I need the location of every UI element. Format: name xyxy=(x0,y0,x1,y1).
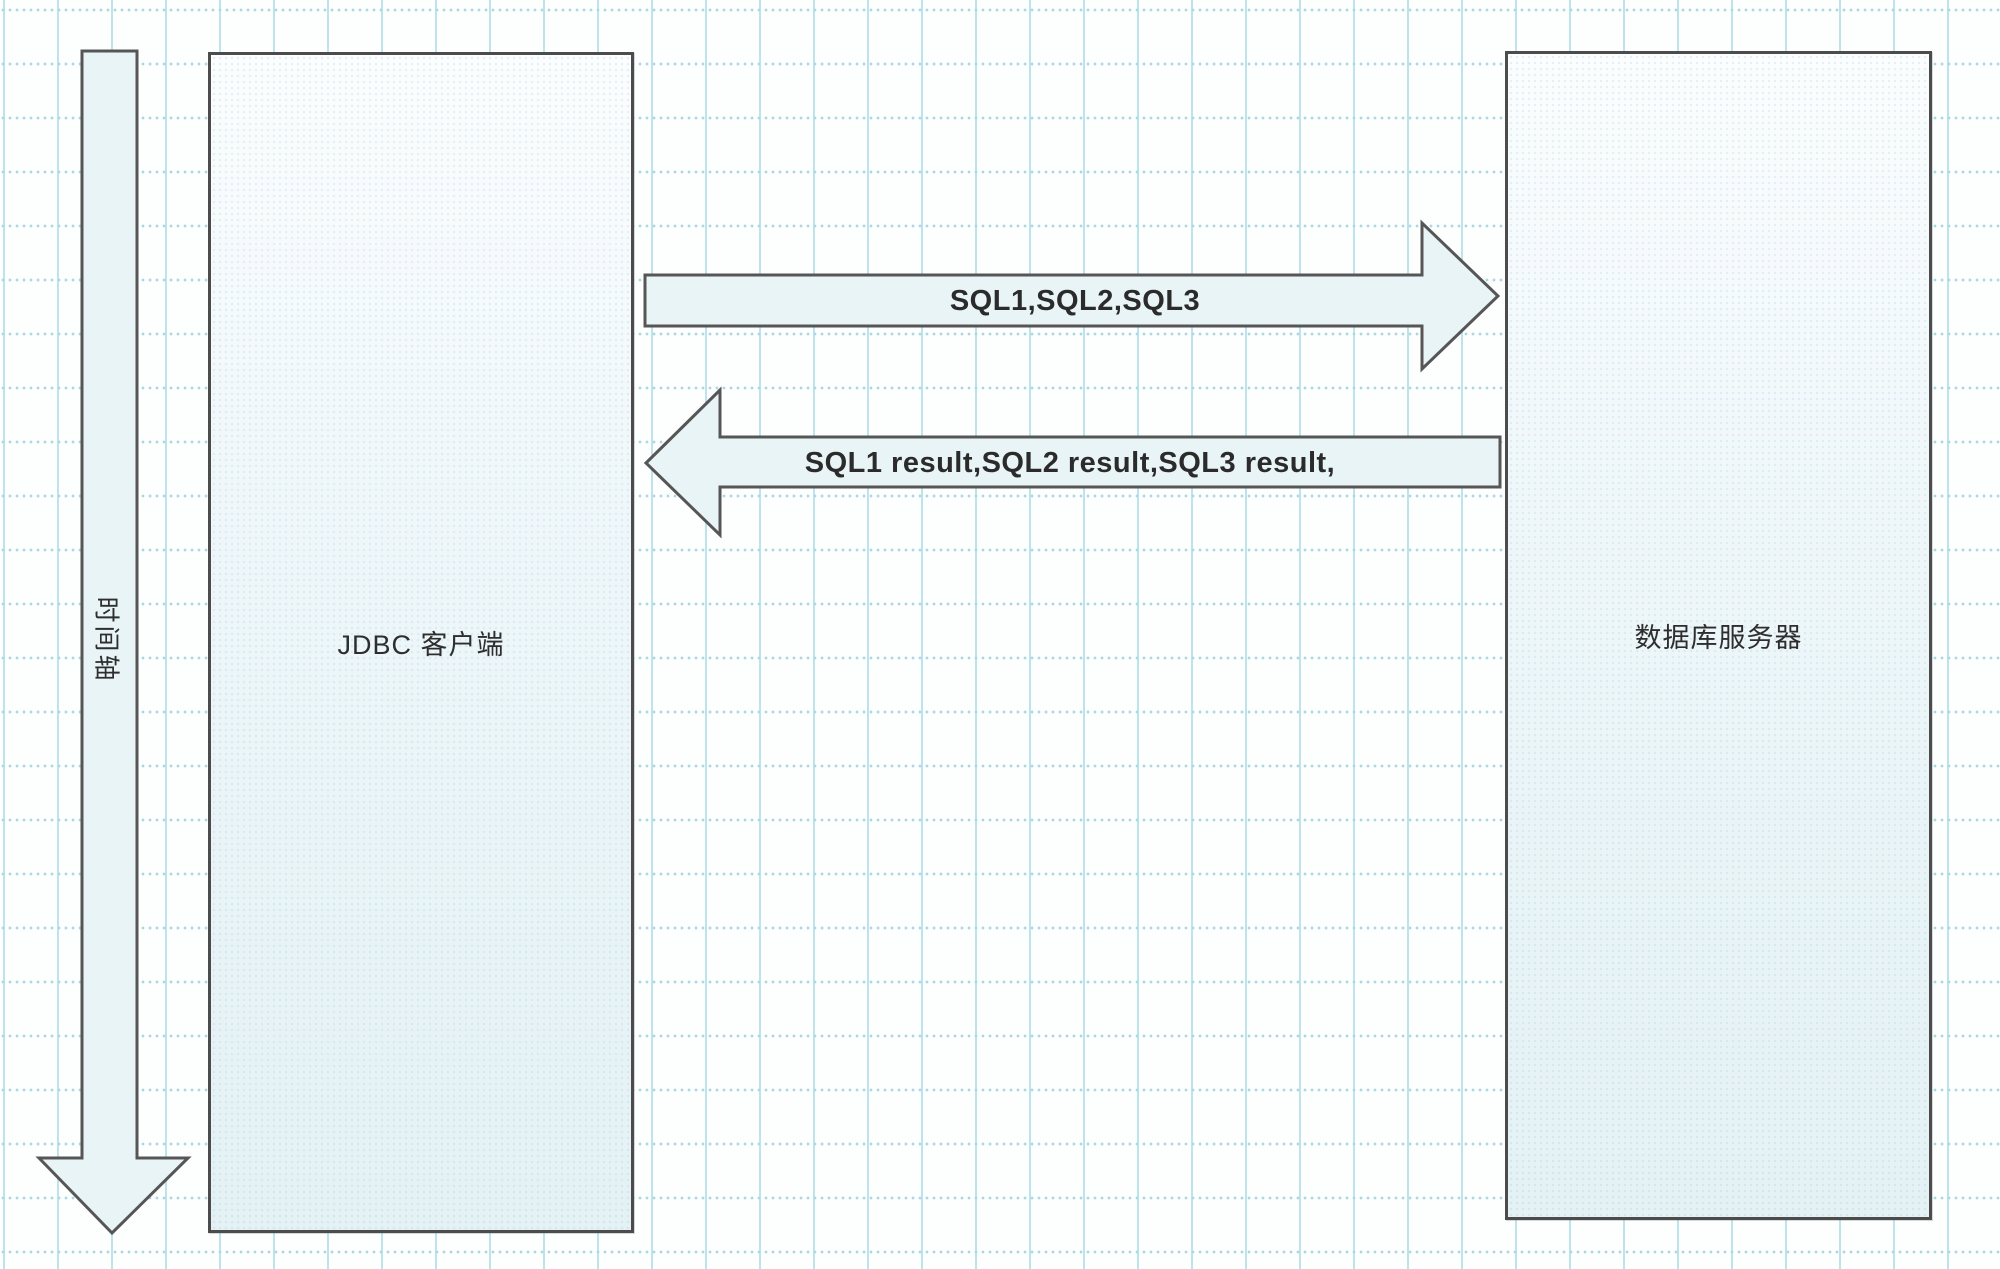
response-arrow: SQL1 result,SQL2 result,SQL3 result, xyxy=(643,386,1502,539)
response-arrow-label: SQL1 result,SQL2 result,SQL3 result, xyxy=(805,447,1335,479)
jdbc-client-label: JDBC 客户端 xyxy=(337,630,505,660)
jdbc-client-box: JDBC 客户端 xyxy=(208,52,634,1233)
time-axis-label: 时间轴 xyxy=(91,596,122,684)
request-arrow-label: SQL1,SQL2,SQL3 xyxy=(950,285,1200,317)
down-arrow-icon xyxy=(35,49,192,1236)
left-arrow-icon xyxy=(643,386,1502,539)
right-arrow-icon xyxy=(643,219,1501,373)
database-server-box: 数据库服务器 xyxy=(1505,51,1932,1220)
database-server-label: 数据库服务器 xyxy=(1634,623,1803,653)
request-arrow: SQL1,SQL2,SQL3 xyxy=(643,219,1501,373)
time-axis-arrow xyxy=(35,49,192,1236)
